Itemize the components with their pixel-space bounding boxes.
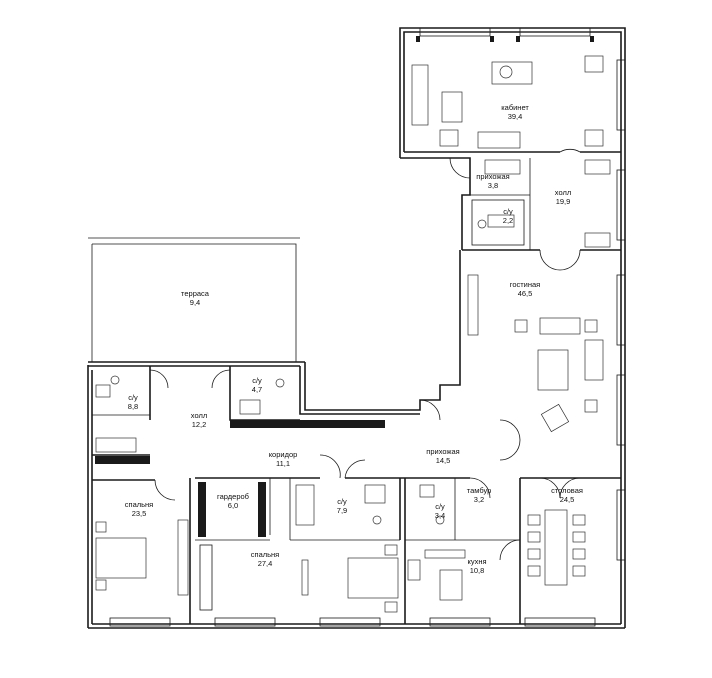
room-area: 24,5	[559, 495, 575, 504]
study-furniture	[411, 55, 611, 248]
room-name: кабинет	[501, 103, 529, 112]
room-name: столовая	[551, 486, 583, 495]
room-name: с/у	[128, 393, 138, 402]
room-area: 11,1	[275, 459, 291, 468]
room-area: 7,9	[336, 506, 348, 515]
room-area: 46,5	[517, 289, 533, 298]
room-name: гостиная	[509, 280, 541, 289]
room-name: с/у	[435, 502, 445, 511]
room-label-su-top: с/у 2,2	[503, 207, 513, 225]
room-area: 3,8	[487, 181, 499, 190]
room-area: 9,4	[189, 298, 201, 307]
room-area: 12,2	[191, 420, 207, 429]
room-label-holl-left: холл 12,2	[191, 411, 207, 429]
room-name: коридор	[268, 450, 298, 459]
room-label-su-mid: с/у 4,7	[252, 376, 262, 394]
room-label-stolovaya: столовая 24,5	[551, 486, 583, 504]
room-label-terrasa: терраса 9,4	[181, 289, 209, 307]
room-label-koridor: коридор 11,1	[269, 450, 298, 468]
room-area: 4,7	[251, 385, 263, 394]
windows-right	[616, 59, 626, 561]
doors	[149, 148, 581, 561]
room-area: 3,4	[434, 511, 446, 520]
windows-bottom	[109, 617, 596, 627]
room-area: 10,8	[469, 566, 485, 575]
room-name: спальня	[124, 500, 154, 509]
room-label-gostinaya: гостиная 46,5	[510, 280, 541, 298]
room-label-su-left: с/у 8,8	[128, 393, 138, 411]
room-name: прихожая	[426, 447, 460, 456]
room-label-garderob: гардероб 6,0	[217, 492, 249, 510]
room-label-holl-top: холл 19,9	[555, 188, 571, 206]
room-area: 23,5	[131, 509, 147, 518]
room-name: холл	[190, 411, 208, 420]
room-label-spalnya: спальня 27,4	[251, 550, 279, 568]
room-area: 27,4	[257, 559, 273, 568]
room-name: спальня	[250, 550, 280, 559]
room-name: гардероб	[217, 492, 249, 501]
room-area: 6,0	[227, 501, 239, 510]
room-area: 2,2	[502, 216, 514, 225]
room-label-kukhnya: кухня 10,8	[467, 557, 486, 575]
room-area: 3,2	[473, 495, 485, 504]
room-label-spalnya-left: спальня 23,5	[125, 500, 153, 518]
room-label-kabinet: кабинет 39,4	[501, 103, 529, 121]
room-name: с/у	[252, 376, 262, 385]
dining-furniture	[407, 509, 586, 601]
room-name: кухня	[467, 557, 487, 566]
room-area: 39,4	[507, 112, 523, 121]
room-name: терраса	[181, 289, 209, 298]
room-name: с/у	[503, 207, 513, 216]
interior-walls	[92, 151, 621, 624]
bedroom-furniture	[95, 375, 445, 613]
windows-top	[416, 27, 594, 42]
room-name: холл	[554, 188, 572, 197]
room-area: 14,5	[435, 456, 451, 465]
room-label-tambur: тамбур 3,2	[467, 486, 492, 504]
room-area: 8,8	[127, 402, 139, 411]
room-label-su-small: с/у 3,4	[435, 502, 445, 520]
room-label-prikhozhaya: прихожая 14,5	[426, 447, 459, 465]
room-name: с/у	[337, 497, 347, 506]
room-name: тамбур	[466, 486, 492, 495]
room-label-su-bath: с/у 7,9	[337, 497, 347, 515]
room-name: прихожая	[476, 172, 510, 181]
living-furniture	[467, 214, 604, 433]
room-area: 19,9	[555, 197, 571, 206]
room-label-prikhozhaya-top: прихожая 3,8	[476, 172, 509, 190]
wardrobe-hatches	[95, 420, 385, 611]
